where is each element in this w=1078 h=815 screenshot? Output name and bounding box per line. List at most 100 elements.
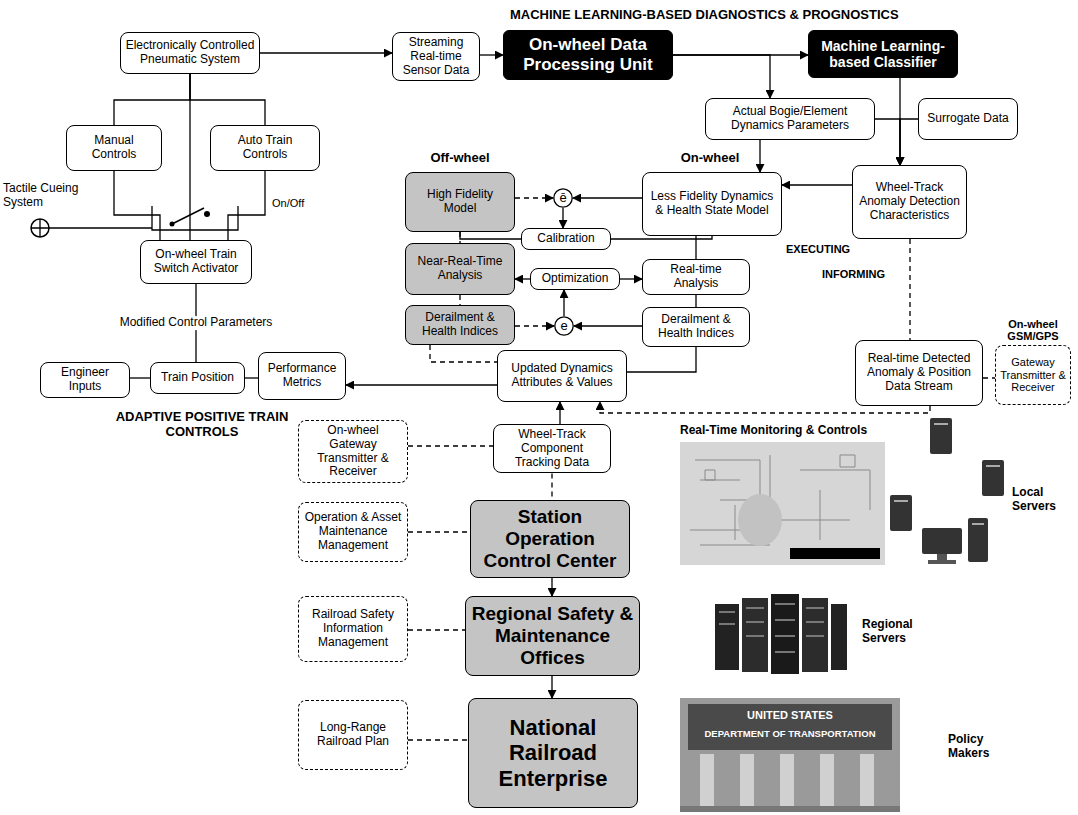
connector-label: Modified Control Parameters — [117, 316, 276, 330]
monitoring-screen — [690, 455, 870, 545]
tactile-symbol — [31, 219, 49, 237]
dot-building — [780, 754, 794, 808]
server-icon — [937, 554, 947, 560]
server-rack — [715, 594, 847, 674]
connector — [245, 377, 258, 378]
connector — [983, 377, 995, 378]
tactile-symbol — [31, 219, 49, 237]
picture-caption: Real-Time Monitoring & Controls — [680, 424, 900, 438]
connector — [228, 171, 265, 240]
connector — [574, 325, 642, 326]
shaded-box: High Fidelity Model — [405, 172, 515, 232]
connector — [189, 74, 190, 240]
dot-building — [700, 754, 714, 808]
picture-caption: Local Servers — [1012, 486, 1072, 514]
dot-building — [680, 698, 900, 812]
connector — [627, 347, 696, 372]
process-box: Updated Dynamics Attributes & Values — [497, 350, 627, 402]
connector — [673, 55, 770, 98]
server-icon — [928, 560, 956, 564]
process-box: Derailment & Health Indices — [642, 307, 750, 347]
box-text: Less Fidelity Dynamics & Health State Mo… — [647, 190, 777, 218]
box-text: Railroad Safety Information Management — [303, 608, 403, 649]
process-box: Manual Controls — [66, 125, 162, 171]
process-box: Wheel-Track Component Tracking Data — [493, 424, 611, 473]
server-rack — [719, 604, 824, 652]
box-text: On-wheel Gateway Transmitter & Receiver — [303, 424, 403, 479]
switch-label: On/Off — [272, 197, 317, 210]
dot-building — [820, 754, 834, 808]
building-sign: UNITED STATES — [700, 709, 880, 722]
junction-circle: e — [554, 316, 574, 336]
box-text: High Fidelity Model — [410, 188, 510, 216]
box-text: Performance Metrics — [263, 362, 341, 390]
connector — [408, 629, 465, 630]
box-text: Wheel-Track Anomaly Detection Characteri… — [857, 181, 962, 222]
server-rack — [831, 604, 847, 670]
box-text: Regional Safety & Maintenance Offices — [470, 603, 635, 669]
box-text: Gateway Transmitter & Receiver — [1000, 356, 1066, 394]
box-text: Derailment & Health Indices — [647, 313, 745, 341]
process-box: Less Fidelity Dynamics & Health State Mo… — [642, 172, 782, 236]
box-text: Actual Bogie/Element Dynamics Parameters — [710, 105, 870, 133]
box-text: Engineer Inputs — [45, 366, 125, 394]
highlight-box: On-wheel Data Processing Unit — [503, 30, 673, 80]
connector — [459, 232, 460, 243]
box-text: Station Operation Control Center — [475, 506, 625, 572]
connector — [759, 140, 760, 172]
dashed-box: On-wheel Gateway Transmitter & Receiver — [298, 420, 408, 483]
connector — [559, 402, 560, 424]
box-text: Auto Train Controls — [215, 134, 315, 162]
process-box: Performance Metrics — [258, 352, 346, 400]
server-icon — [894, 424, 1000, 524]
connector — [620, 278, 642, 279]
connector — [346, 384, 497, 385]
switch-symbol — [204, 211, 210, 217]
box-text: Streaming Real-time Sensor Data — [397, 36, 475, 77]
section-heading: MACHINE LEARNING-BASED DIAGNOSTICS & PRO… — [510, 8, 950, 23]
connector — [551, 473, 552, 500]
box-text: Real-time Analysis — [647, 263, 745, 291]
box-text: Surrogate Data — [927, 112, 1008, 126]
dashed-box: Long-Range Railroad Plan — [298, 700, 408, 770]
box-text: Manual Controls — [71, 134, 157, 162]
process-box: Streaming Real-time Sensor Data — [392, 32, 480, 81]
tactile-symbol — [31, 219, 152, 237]
process-box: On-wheel Train Switch Activator — [140, 240, 252, 284]
process-box: Train Position — [150, 362, 245, 394]
box-text: Derailment & Health Indices — [410, 311, 510, 339]
circle-outline — [554, 189, 572, 207]
connector — [260, 52, 392, 53]
process-box: Surrogate Data — [918, 98, 1018, 140]
server-icon — [890, 418, 1004, 564]
process-box: Actual Bogie/Element Dynamics Parameters — [705, 98, 875, 140]
column-heading: On-wheel — [670, 151, 750, 166]
connector — [114, 171, 160, 240]
connector — [573, 197, 642, 198]
process-box: Real-time Analysis — [642, 259, 750, 295]
dashed-box: Railroad Safety Information Management — [298, 596, 408, 662]
shaded-box: National Railroad Enterprise — [468, 698, 638, 808]
connector — [782, 184, 852, 185]
dot-building — [680, 698, 900, 812]
shaded-box: Station Operation Control Center — [470, 500, 630, 578]
switch-symbol — [172, 208, 204, 224]
connector — [408, 739, 468, 740]
server-rack — [771, 594, 799, 674]
connector — [611, 236, 712, 239]
server-rack — [715, 604, 739, 670]
connector — [459, 295, 460, 305]
process-box: Auto Train Controls — [210, 125, 320, 171]
connector — [563, 290, 564, 316]
connector — [408, 445, 493, 446]
connector — [515, 278, 530, 279]
flow-label: INFORMING — [822, 268, 902, 281]
box-text: Updated Dynamics Attributes & Values — [502, 362, 622, 390]
box-text: Optimization — [542, 272, 609, 286]
box-text: Long-Range Railroad Plan — [303, 721, 403, 749]
flow-label: EXECUTING — [786, 243, 858, 256]
box-text: National Railroad Enterprise — [473, 715, 633, 791]
connector — [551, 676, 552, 698]
